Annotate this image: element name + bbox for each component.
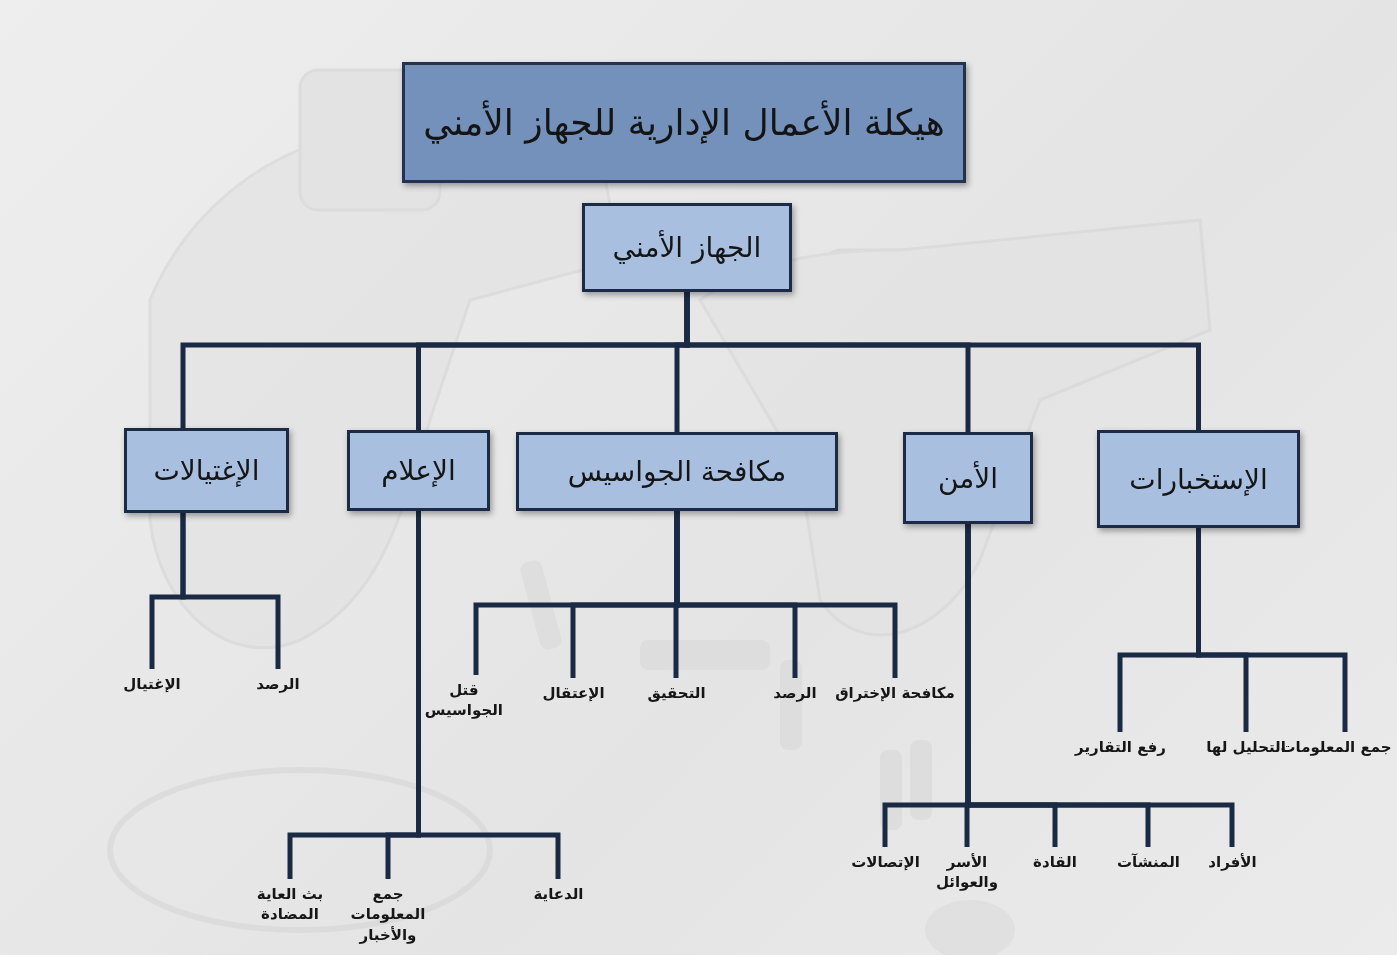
cartridge [910,740,932,820]
task-label: التحقيق [647,683,706,703]
org-connector [677,511,895,678]
root-box: الجهاز الأمني [582,203,792,292]
node-text: الأمن [938,462,998,495]
node-text: مكافحة الجواسيس [568,455,787,488]
handcuff-ring [110,770,490,930]
task-label: الأفراد [1208,852,1257,872]
org-connector [968,524,1148,847]
org-connector [476,511,677,675]
node-text: الأفراد [1208,852,1256,872]
department-box: مكافحة الجواسيس [516,432,838,511]
node-text: الدعاية [533,884,583,904]
node-text: الجهاز الأمني [613,231,762,264]
node-text: جمع المعلومات والأخبار [340,884,436,945]
node-text: جمع المعلومات [1280,737,1391,757]
node-text: الإستخبارات [1129,463,1267,496]
org-connector [1199,528,1346,732]
org-connector [388,511,419,879]
chart-title: هيكلة الأعمال الإدارية للجهاز الأمني [423,102,945,143]
node-text: المنشآت [1117,852,1180,872]
node-text: الإعتقال [542,683,604,703]
org-connector [183,292,687,428]
task-label: التحليل لها [1206,737,1286,757]
task-label: الإتصالات [851,852,920,872]
cartridge [780,660,802,750]
department-box: الأمن [903,432,1033,524]
node-text: التحليل لها [1206,737,1286,757]
org-connector [419,292,688,430]
task-label: قتل الجواسيس [437,680,503,721]
org-connector [687,292,968,432]
title-box: هيكلة الأعمال الإدارية للجهاز الأمني [402,62,966,183]
node-text: الإغتيالات [153,454,259,487]
cartridge-base [925,900,1015,955]
org-connector [1199,528,1247,732]
node-text: الرصد [256,674,299,694]
task-label: بث العاية المضادة [250,884,330,925]
org-connector [152,513,183,669]
revolver-watermark [110,70,1210,955]
task-label: رفع التقارير [1075,737,1166,757]
org-connector [183,513,278,669]
task-label: الدعاية [533,884,584,904]
task-label: الإغتيال [123,674,181,694]
org-connector [968,524,1055,847]
node-text: الإتصالات [851,852,920,872]
node-text: رفع التقارير [1075,737,1166,757]
org-connector [290,511,419,879]
org-connector [968,524,1232,847]
task-label: الرصد [256,674,300,694]
task-label: الأسر والعوائل [932,852,1002,893]
cartridge [640,640,770,670]
node-text: الرصد [773,683,816,703]
task-label: جمع المعلومات والأخبار [340,884,436,945]
node-text: قتل الجواسيس [425,680,503,721]
node-text: التحقيق [647,683,705,703]
node-text: الإعلام [381,454,456,487]
org-connector [677,511,795,678]
org-connector [573,511,677,678]
org-connector [1120,528,1199,732]
task-label: المنشآت [1117,852,1180,872]
node-text: القادة [1033,852,1077,872]
org-connector [419,511,559,879]
org-connector [687,292,1199,430]
department-box: الإستخبارات [1097,430,1300,528]
task-label: القادة [1033,852,1077,872]
node-text: مكافحة الإختراق [835,683,955,703]
node-text: الإغتيال [123,674,180,694]
task-label: جمع المعلومات [1280,737,1392,757]
task-label: الإعتقال [542,683,605,703]
department-box: الإغتيالات [124,428,289,513]
node-text: بث العاية المضادة [250,884,330,925]
department-box: الإعلام [347,430,490,511]
node-text: الأسر والعوائل [932,852,1002,893]
task-label: مكافحة الإختراق [835,683,955,703]
task-label: الرصد [773,683,817,703]
